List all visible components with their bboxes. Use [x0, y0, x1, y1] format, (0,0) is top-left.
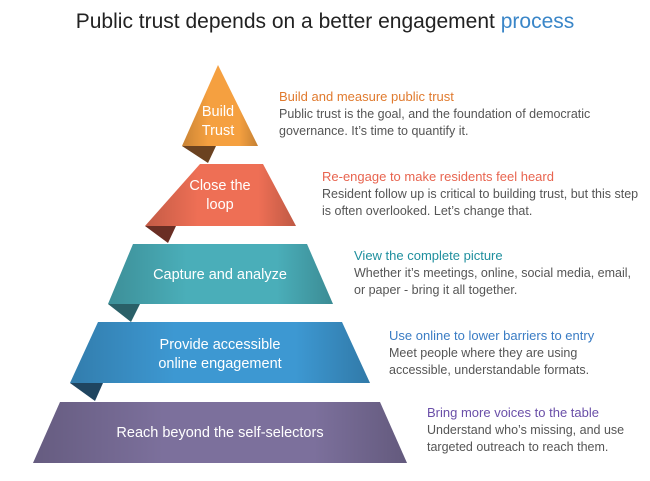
tier-label-line: Build [201, 104, 235, 120]
tier-label-line: Capture and analyze [153, 267, 287, 283]
fold-4 [70, 383, 103, 401]
tier-4-shading [70, 322, 370, 383]
tier-label-line: online engagement [158, 356, 282, 372]
tier-2-label: Close the loop [155, 177, 285, 215]
tier-label-line: Reach beyond the self-selectors [116, 425, 324, 441]
tier-description-text: Resident follow up is critical to buildi… [322, 187, 639, 218]
page-title: Public trust depends on a better engagem… [0, 10, 650, 34]
tier-heading: Use online to lower barriers to entry [389, 328, 595, 343]
tier-description-text: Meet people where they are using accessi… [389, 346, 590, 377]
tier-description-text: Whether it’s meetings, online, social me… [354, 266, 631, 297]
tier-description-text: Understand who’s missing, and use target… [427, 423, 625, 454]
tier-2-shading [145, 164, 296, 226]
tier-heading: Build and measure public trust [279, 89, 454, 104]
tier-label-line: loop [206, 197, 234, 213]
tier-label-line: Provide accessible [159, 337, 281, 353]
title-highlight: process [500, 10, 575, 33]
fold-1 [182, 146, 216, 163]
tier-1-shading [182, 65, 258, 146]
tier-heading: View the complete picture [354, 248, 503, 263]
tier-label-line: Close the [189, 178, 251, 194]
fold-2 [145, 226, 176, 243]
tier-5-shading [33, 402, 407, 463]
tier-3-shading [108, 244, 333, 304]
tier-3-label: Capture and analyze [120, 266, 320, 285]
tier-heading: Bring more voices to the table [427, 405, 599, 420]
tier-label-line: Trust [201, 123, 235, 139]
tier-4-label: Provide accessible online engagement [90, 336, 350, 374]
fold-3 [108, 304, 140, 322]
tier-5-label: Reach beyond the self-selectors [50, 424, 390, 443]
tier-description-text: Public trust is the goal, and the founda… [279, 107, 591, 138]
tier-heading: Re-engage to make residents feel heard [322, 169, 554, 184]
title-text: Public trust depends on a better engagem… [75, 10, 495, 33]
